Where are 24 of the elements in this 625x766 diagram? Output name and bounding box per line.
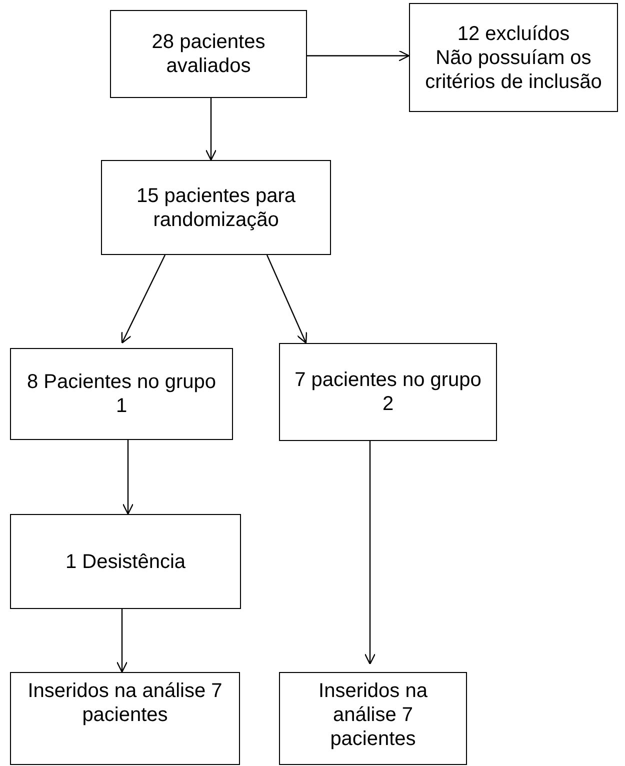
arrow <box>364 441 376 665</box>
process-box <box>101 160 331 255</box>
box-text: Não possuíam os critérios de inclusão <box>424 46 603 94</box>
arrow <box>116 609 128 673</box>
arrow <box>307 50 410 62</box>
box-text: Inseridos na análise 7 pacientes <box>318 679 428 751</box>
arrow <box>205 98 217 161</box>
process-box <box>110 10 307 98</box>
arrow <box>266 254 308 344</box>
process-box <box>409 3 618 112</box>
box-text: 8 Pacientes no grupo 1 <box>26 370 218 418</box>
box-text: 12 excluídos <box>457 22 570 46</box>
box-text: Inseridos na análise 7 pacientes <box>26 679 224 727</box>
process-box <box>279 672 467 765</box>
box-text: 7 pacientes no grupo 2 <box>294 368 482 416</box>
arrow <box>122 440 134 515</box>
box-text: 1 Desistência <box>65 550 186 574</box>
process-box <box>10 348 233 440</box>
box-text: 15 pacientes para randomização <box>135 184 296 232</box>
arrow <box>121 254 166 344</box>
process-box <box>10 514 241 609</box>
box-text: 28 pacientes avaliados <box>150 30 266 78</box>
process-box <box>279 343 497 441</box>
process-box <box>10 672 240 765</box>
